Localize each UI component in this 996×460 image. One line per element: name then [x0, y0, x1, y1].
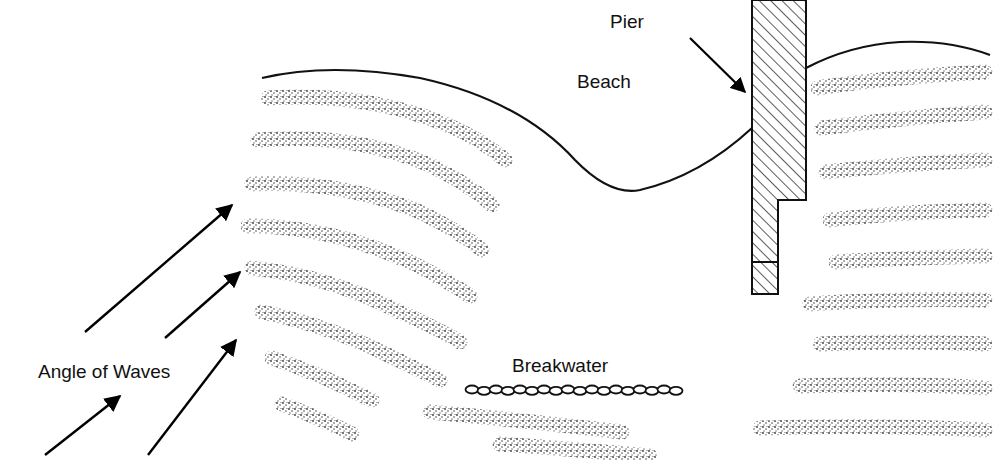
breakwater-stone — [526, 387, 539, 395]
wave-bands — [248, 72, 985, 456]
breakwater-stone — [478, 387, 491, 395]
pier-end — [752, 262, 778, 294]
breakwater-stone — [490, 386, 503, 394]
wave-band — [822, 112, 985, 128]
wave-band — [810, 300, 985, 305]
breakwater-stone — [622, 387, 635, 395]
breakwater-stone — [634, 386, 647, 394]
breakwater-stone — [598, 387, 611, 395]
wave-band — [800, 384, 985, 388]
breakwater-stone — [538, 386, 551, 394]
wave-band — [818, 72, 985, 88]
wave-arrow — [148, 340, 236, 455]
wave-band — [836, 256, 985, 262]
wave-arrow — [45, 396, 120, 455]
wave-band — [830, 210, 985, 220]
wave-arrow — [85, 205, 232, 332]
breakwater — [466, 386, 683, 395]
breakwater-stone — [514, 386, 527, 394]
breakwater-stone — [562, 386, 575, 394]
breakwater-stone — [586, 386, 599, 394]
wave-band — [282, 404, 352, 434]
wave-direction-arrows — [45, 205, 240, 455]
breakwater-stone — [574, 387, 587, 395]
pier-label: Pier — [610, 12, 644, 33]
breakwater-stone — [502, 387, 515, 395]
coastline — [806, 42, 990, 68]
wave-band — [252, 268, 460, 342]
breakwater-stone — [658, 386, 671, 394]
wave-arrow — [165, 272, 240, 338]
wave-band — [760, 426, 985, 430]
leader-arrow — [690, 38, 745, 92]
breakwater-stone — [646, 387, 659, 395]
wave-angle-label: Angle of Waves — [38, 362, 170, 383]
coastline — [262, 70, 752, 191]
breakwater-stone — [610, 386, 623, 394]
wave-band — [500, 444, 650, 456]
breakwater-stone — [466, 386, 479, 394]
beach-label: Beach — [577, 72, 631, 93]
wave-band — [820, 342, 985, 344]
wave-band — [826, 160, 985, 172]
breakwater-label: Breakwater — [512, 356, 608, 377]
wave-band — [272, 358, 372, 400]
breakwater-stone — [550, 387, 563, 395]
breakwater-stone — [670, 387, 683, 395]
wave-band — [248, 226, 470, 296]
wave-band — [430, 412, 622, 432]
pier — [752, 0, 806, 262]
